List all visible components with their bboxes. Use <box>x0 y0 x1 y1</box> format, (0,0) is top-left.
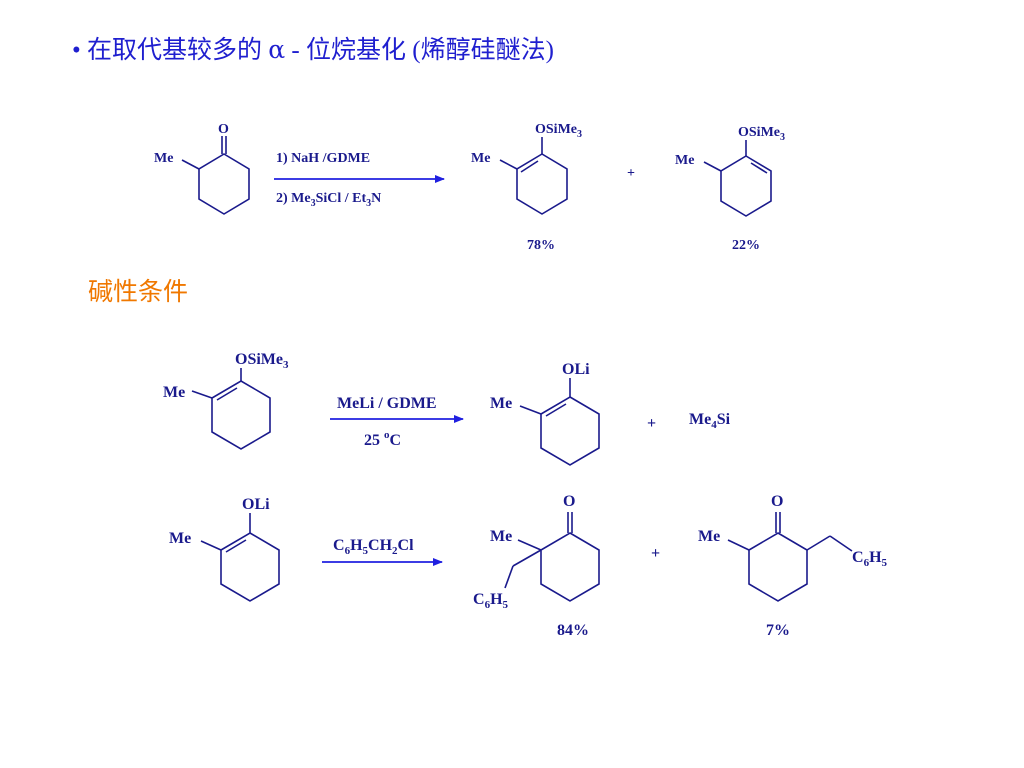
oli-label: OLi <box>562 361 590 378</box>
benzyl-bond-2 <box>829 535 853 552</box>
slide-subheading: 碱性条件 <box>88 279 189 306</box>
ring-bonds <box>540 532 600 602</box>
osime3-label: OSiMe3 <box>235 351 289 371</box>
phenyl-label: C6H5 <box>473 591 509 611</box>
oxygen-label: O <box>771 493 783 510</box>
bullet: • <box>72 37 81 64</box>
molecule-lithium-enolate: OLi Me <box>490 361 600 466</box>
methyl-bond <box>517 539 542 551</box>
osime3-label: OSiMe3 <box>535 122 582 140</box>
ring-double-bond <box>520 160 539 173</box>
methyl-bond <box>727 539 750 551</box>
methyl-bond <box>519 405 542 415</box>
oli-label: OLi <box>242 496 270 513</box>
ring-bonds <box>748 532 808 602</box>
molecule-silyl-enol-ether-minor: OSiMe3 Me 22% <box>675 125 785 253</box>
oxygen-label: O <box>218 122 229 137</box>
methyl-label: Me <box>490 395 512 412</box>
reaction-arrow-3: C6H5CH2Cl <box>322 537 443 566</box>
methyl-bond <box>200 540 222 551</box>
ring-bonds <box>220 532 280 602</box>
heading-text-b: - 位烷基化 (烯醇硅醚法) <box>285 37 554 64</box>
yield-label: 7% <box>766 622 790 639</box>
heading-text-a: 在取代基较多的 <box>87 37 269 64</box>
methyl-bond <box>181 159 200 170</box>
molecule-2-methylcyclohexanone: O Me <box>154 122 250 215</box>
reaction-arrow-1: 1) NaH /GDME 2) Me3SiCl / Et3N <box>274 151 445 209</box>
molecule-lithium-enolate-reactant: OLi Me <box>169 496 280 602</box>
ring-double-bond <box>216 387 238 401</box>
methyl-label: Me <box>163 384 185 401</box>
methyl-label: Me <box>471 151 490 166</box>
phenyl-label: C6H5 <box>852 549 888 569</box>
benzyl-bond <box>512 549 542 567</box>
methyl-bond <box>191 390 213 399</box>
slide-heading: • 在取代基较多的 α - 位烷基化 (烯醇硅醚法) <box>72 30 554 66</box>
reaction-temperature: 25 oC <box>364 429 401 449</box>
ring-bonds <box>516 153 568 215</box>
ring-bonds <box>211 380 271 450</box>
heading-alpha: α <box>268 35 286 64</box>
reagent-step-1: 1) NaH /GDME <box>276 151 370 166</box>
methyl-bond <box>499 159 518 170</box>
methyl-label: Me <box>154 151 173 166</box>
oxygen-label: O <box>563 493 575 510</box>
methyl-label: Me <box>169 530 191 547</box>
osime3-label: OSiMe3 <box>738 125 785 143</box>
plus-sign: + <box>647 415 656 432</box>
molecule-2-benzyl-2-methylcyclohexanone: O Me C6H5 84% <box>473 493 600 639</box>
benzyl-bond-2 <box>504 565 514 589</box>
molecule-silyl-enol-ether-major: OSiMe3 Me 78% <box>471 122 582 253</box>
ring-double-bond <box>750 162 768 174</box>
tetramethylsilane-label: Me4Si <box>689 411 731 431</box>
yield-label: 78% <box>527 238 555 253</box>
reagent-step-2: 2) Me3SiCl / Et3N <box>276 191 381 209</box>
benzyl-bond <box>806 535 831 551</box>
yield-label: 22% <box>732 238 760 253</box>
ring-bonds <box>198 153 250 215</box>
yield-label: 84% <box>557 622 589 639</box>
methyl-bond <box>703 161 722 172</box>
reagent-meli: MeLi / GDME <box>337 395 437 412</box>
ring-bonds <box>540 396 600 466</box>
methyl-label: Me <box>490 528 512 545</box>
molecule-silyl-enol-ether-reactant: OSiMe3 Me <box>163 351 289 450</box>
molecule-2-benzyl-6-methylcyclohexanone: O Me C6H5 7% <box>698 493 888 639</box>
ring-bonds <box>720 155 772 217</box>
reaction-arrow-2: MeLi / GDME 25 oC <box>330 395 464 449</box>
plus-sign: + <box>627 166 635 181</box>
ring-double-bond <box>225 539 247 553</box>
reagent-benzyl-chloride: C6H5CH2Cl <box>333 537 414 557</box>
ring-double-bond <box>545 403 567 417</box>
methyl-label: Me <box>698 528 720 545</box>
plus-sign: + <box>651 545 660 562</box>
methyl-label: Me <box>675 153 694 168</box>
